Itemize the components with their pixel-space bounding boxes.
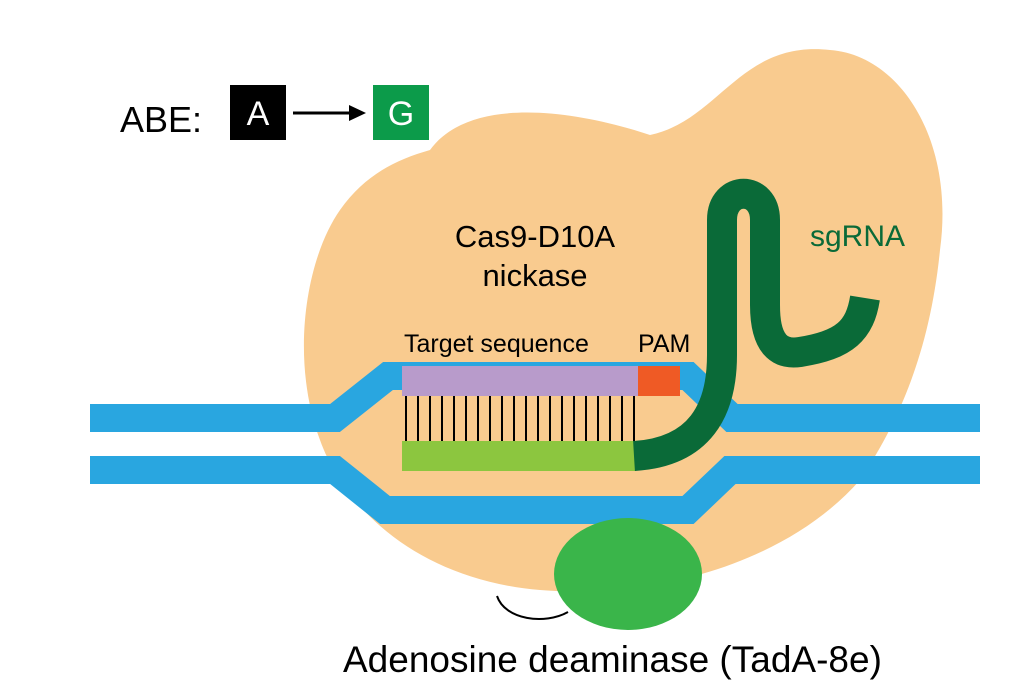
pam-segment [638, 366, 680, 396]
complement-strand [402, 441, 636, 471]
linker [496, 595, 569, 620]
target-sequence-label: Target sequence [404, 330, 589, 358]
target-sequence-strand [402, 366, 638, 396]
base-a-box [230, 85, 286, 140]
cas9-label-line2: nickase [482, 258, 587, 293]
deaminase-label: Adenosine deaminase (TadA-8e) [343, 639, 882, 680]
conversion-arrow-head [349, 105, 366, 121]
base-pair-lines [405, 396, 635, 441]
base-a-label: A [247, 95, 270, 133]
adenosine-deaminase [554, 518, 702, 630]
cas9-label-line1: Cas9-D10A [455, 219, 616, 254]
base-g-label: G [388, 95, 414, 133]
dna-bottom-strand [90, 456, 980, 524]
base-g-box [373, 85, 429, 140]
pam-label: PAM [638, 330, 690, 358]
sgrna-label: sgRNA [810, 220, 905, 253]
sgrna-strand [632, 178, 880, 471]
legend-prefix: ABE: [120, 99, 202, 140]
